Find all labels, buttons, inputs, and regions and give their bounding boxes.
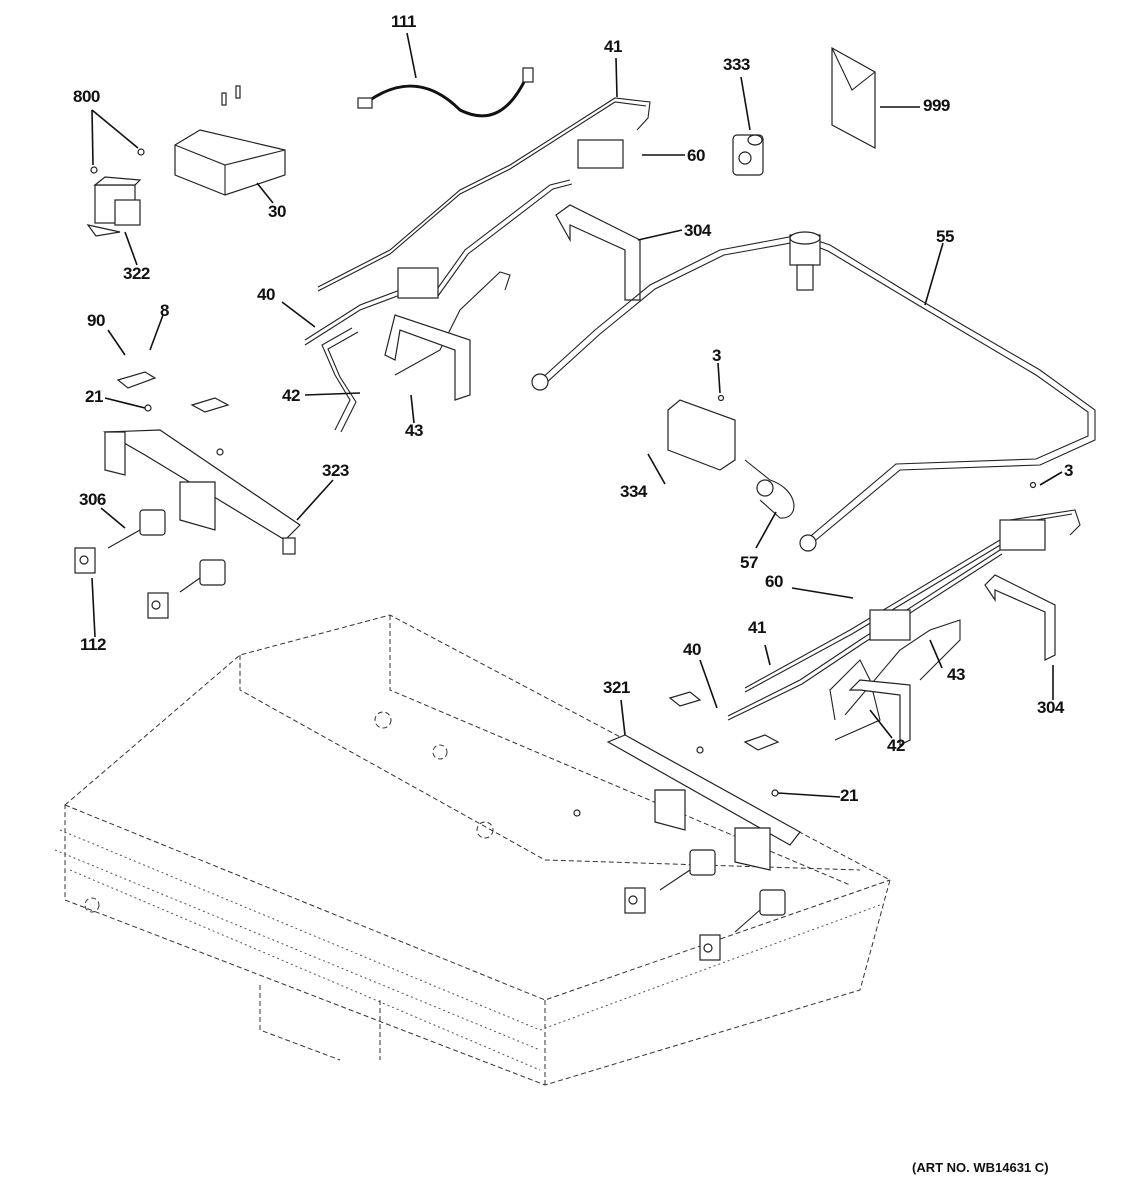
left-burner-manifold — [102, 371, 301, 555]
upper-tube-assembly — [304, 97, 651, 433]
callout-21-left[interactable]: 21 — [85, 387, 103, 406]
callout-90[interactable]: 90 — [87, 311, 105, 330]
manifold-tube-part — [531, 231, 1096, 552]
callout-57[interactable]: 57 — [740, 553, 758, 572]
regulator-part — [732, 134, 764, 176]
callout-3-lower[interactable]: 3 — [1064, 461, 1073, 480]
wire-harness-part — [357, 67, 534, 118]
callout-30[interactable]: 30 — [268, 202, 286, 221]
right-burner-manifold — [573, 691, 801, 871]
callout-321[interactable]: 321 — [603, 678, 630, 697]
callout-42-upper[interactable]: 42 — [282, 386, 300, 405]
spark-module-part — [174, 85, 286, 196]
callout-304-upper[interactable]: 304 — [684, 221, 711, 240]
callout-3-upper[interactable]: 3 — [712, 346, 721, 365]
literature-envelope-part — [831, 46, 876, 150]
callout-112[interactable]: 112 — [80, 635, 106, 654]
callout-323[interactable]: 323 — [322, 461, 349, 480]
callout-334[interactable]: 334 — [620, 482, 647, 501]
callout-60-upper[interactable]: 60 — [687, 146, 705, 165]
chassis-outline — [54, 614, 891, 1086]
callout-41-lower[interactable]: 41 — [748, 618, 766, 637]
callout-43-upper[interactable]: 43 — [405, 421, 423, 440]
left-burner-valves — [74, 509, 226, 619]
callout-40-upper[interactable]: 40 — [257, 285, 275, 304]
callout-43-lower[interactable]: 43 — [947, 665, 965, 684]
callout-111[interactable]: 111 — [391, 12, 417, 31]
callout-21-right[interactable]: 21 — [840, 786, 858, 805]
callout-8[interactable]: 8 — [160, 301, 169, 320]
leader-lines — [91, 32, 1063, 798]
callout-306[interactable]: 306 — [79, 490, 106, 509]
callout-322[interactable]: 322 — [123, 264, 150, 283]
callout-304-lower[interactable]: 304 — [1037, 698, 1064, 717]
callout-40-lower[interactable]: 40 — [683, 640, 701, 659]
callout-55[interactable]: 55 — [936, 227, 954, 246]
callout-333[interactable]: 333 — [723, 55, 750, 74]
callout-800[interactable]: 800 — [73, 87, 100, 106]
art-number: (ART NO. WB14631 C) — [912, 1160, 1049, 1175]
transformer-part — [86, 148, 145, 237]
lower-tube-assembly — [727, 509, 1081, 746]
callout-999[interactable]: 999 — [923, 96, 950, 115]
callout-41-upper[interactable]: 41 — [604, 37, 622, 56]
right-burner-valves — [624, 849, 786, 961]
callout-60-lower[interactable]: 60 — [765, 572, 783, 591]
igniter-switch-part — [667, 394, 1037, 519]
callout-42-lower[interactable]: 42 — [887, 736, 905, 755]
